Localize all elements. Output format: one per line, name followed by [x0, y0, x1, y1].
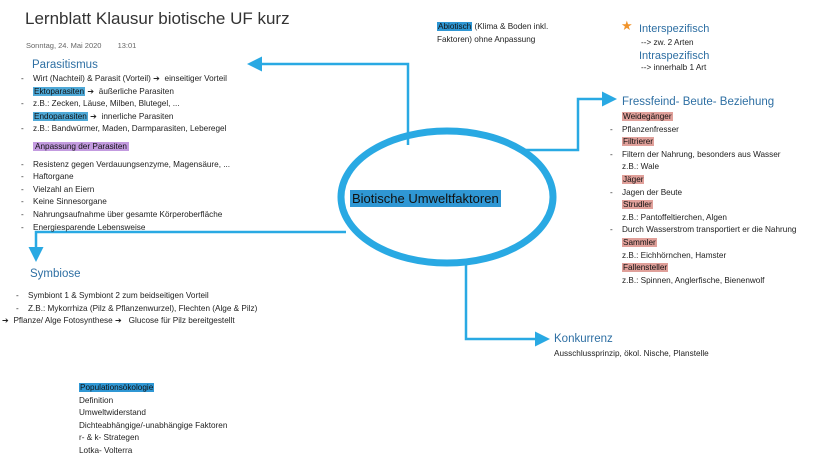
arrow-icon: ➔ — [90, 111, 97, 121]
arrow-icon: ➔ — [87, 86, 95, 96]
symbiose-line-3: ➔ Pflanze/ Alge Fotosynthese ➔ Glucose f… — [2, 316, 235, 325]
abiotisch-text-2: Faktoren) ohne Anpassung — [437, 34, 536, 44]
arrow-parasitismus — [247, 56, 410, 145]
list-item: Keine Sinnesorgane — [20, 196, 230, 209]
list-item: z.B.: Bandwürmer, Maden, Darmparasiten, … — [20, 123, 230, 136]
list-item: Definition — [79, 395, 114, 405]
fressfeind-block: Weidegänger Pflanzenfresser Filtrierer F… — [609, 111, 796, 287]
list-item: Nahrungsaufnahme über gesamte Körperober… — [20, 209, 230, 222]
sammler-example: z.B.: Eichhörnchen, Hamster — [622, 250, 727, 260]
filtrierer-example: z.B.: Wale — [622, 162, 660, 172]
weidegaenger-label: Weidegänger — [622, 112, 673, 121]
page-date: Sonntag, 24. Mai 2020 13:01 — [26, 41, 136, 50]
fressfeind-heading: Fressfeind- Beute- Beziehung — [622, 96, 775, 108]
list-item: Symbiont 1 & Symbiont 2 zum beidseitigen… — [15, 290, 257, 303]
konkurrenz-heading: Konkurrenz — [554, 333, 613, 345]
jaeger-label: Jäger — [622, 174, 645, 184]
list-item: Durch Wasserstrom transportiert er die N… — [609, 224, 796, 237]
list-item: Umweltwiderstand — [79, 408, 146, 418]
list-item: Wirt (Nachteil) & Parasit (Vorteil) ➔ ei… — [20, 73, 230, 86]
parasitismus-heading: Parasitismus — [32, 59, 98, 71]
abiotisch-note: Abiotisch (Klima & Boden inkl. Faktoren)… — [437, 21, 548, 46]
center-ellipse — [337, 127, 557, 267]
list-item: Resistenz gegen Verdauungsenzyme, Magens… — [20, 159, 230, 172]
interspezifisch-line: --> zw. 2 Arten — [641, 38, 694, 47]
list-item: Energiesparende Lebensweise — [20, 222, 230, 235]
endoparasiten-label: Endoparasiten — [33, 111, 88, 121]
list-item: Vielzahl an Eiern — [20, 184, 230, 197]
symbiose-heading: Symbiose — [30, 268, 81, 280]
intraspezifisch-line: --> innerhalb 1 Art — [641, 62, 707, 72]
date-text: Sonntag, 24. Mai 2020 — [26, 41, 102, 50]
anpassung-label: Anpassung der Parasiten — [33, 141, 129, 151]
symbiose-block: Symbiont 1 & Symbiont 2 zum beidseitigen… — [15, 290, 257, 315]
list-item: Haftorgane — [20, 171, 230, 184]
parasitismus-block: Wirt (Nachteil) & Parasit (Vorteil) ➔ ei… — [20, 73, 230, 234]
abiotisch-text-1: (Klima & Boden inkl. — [472, 22, 549, 31]
intraspezifisch-title: Intraspezifisch — [639, 49, 710, 62]
populationsoekologie-heading: Populationsökologie — [79, 383, 155, 392]
spezifisch-block: ★ Interspezifisch --> zw. 2 Arten Intras… — [621, 18, 710, 74]
arrow-fressfeind — [522, 91, 617, 152]
interspezifisch-title: Interspezifisch — [639, 23, 710, 35]
strudler-example: z.B.: Pantoffeltierchen, Algen — [622, 212, 727, 222]
time-text: 13:01 — [117, 41, 137, 50]
star-icon: ★ — [621, 18, 633, 33]
fallensteller-label: Fallensteller — [622, 263, 669, 273]
arrow-symbiose — [28, 230, 346, 262]
list-item: Lotka- Volterra — [79, 445, 133, 455]
list-item: Z.B.: Mykorrhiza (Pilz & Pflanzenwurzel)… — [15, 303, 257, 316]
arrow-konkurrenz — [464, 262, 550, 347]
arrow-icon: ➔ — [114, 316, 122, 325]
page-title: Lernblatt Klausur biotische UF kurz — [25, 9, 290, 28]
filtrierer-label: Filtrierer — [622, 137, 655, 147]
arrow-icon: ➔ — [153, 74, 160, 83]
list-item: Jagen der Beute — [609, 187, 796, 200]
list-item: Dichteabhängige/-unabhängige Faktoren — [79, 420, 228, 430]
fallensteller-example: z.B.: Spinnen, Anglerfische, Bienenwolf — [622, 275, 765, 285]
ektoparasiten-label: Ektoparasiten — [33, 86, 86, 96]
abiotisch-highlight: Abiotisch — [437, 22, 473, 31]
list-item: r- & k- Strategen — [79, 433, 140, 443]
strudler-label: Strudler — [622, 200, 653, 210]
sammler-label: Sammler — [622, 237, 657, 247]
arrow-icon: ➔ — [2, 316, 9, 325]
list-item: z.B.: Zecken, Läuse, Milben, Blutegel, .… — [20, 98, 230, 111]
center-label: Biotische Umweltfaktoren — [350, 190, 501, 207]
konkurrenz-text: Ausschlussprinzip, ökol. Nische, Planste… — [554, 349, 709, 358]
list-item: Filtern der Nahrung, besonders aus Wasse… — [609, 149, 796, 162]
populationsoekologie-block: Populationsökologie Definition Umweltwid… — [79, 382, 227, 458]
list-item: Pflanzenfresser — [609, 124, 796, 137]
